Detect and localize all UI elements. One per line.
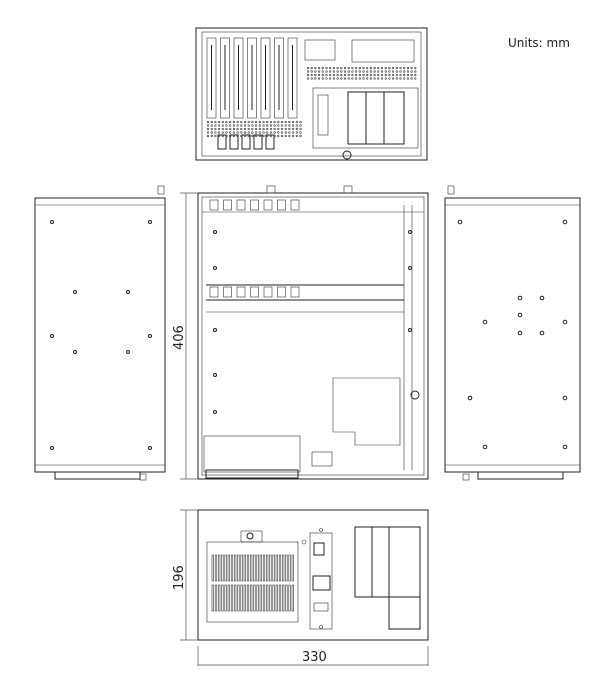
front-view: [197, 185, 429, 480]
slot-bracket: [250, 286, 259, 298]
right-side-view: [444, 185, 581, 481]
slot-cover: [206, 37, 217, 119]
screw: [213, 410, 217, 414]
screw: [562, 444, 568, 450]
vent-holes: [206, 66, 417, 138]
slot-cover: [220, 37, 230, 119]
port: [229, 134, 239, 150]
screw: [562, 219, 568, 225]
screw: [213, 373, 217, 377]
dimension-lines: [180, 192, 429, 666]
slot-bracket: [277, 199, 286, 211]
screw: [126, 350, 130, 354]
slot-bracket: [236, 199, 246, 211]
screw: [408, 230, 412, 234]
slot-bracket: [209, 286, 219, 298]
screw: [50, 334, 54, 338]
screw: [126, 290, 130, 294]
slot-bracket: [290, 199, 300, 211]
screw: [539, 295, 545, 301]
io-ports: [217, 134, 275, 150]
port: [217, 134, 227, 150]
slot-bracket: [209, 199, 219, 211]
screw: [213, 328, 217, 332]
port: [265, 134, 275, 150]
slot-bracket: [250, 199, 259, 211]
screw: [148, 446, 152, 450]
slot-cover: [260, 37, 271, 119]
slot-cover: [287, 37, 298, 119]
rear-view: [195, 27, 428, 161]
slot-bracket: [223, 199, 232, 211]
screw: [482, 444, 488, 450]
screw: [539, 330, 545, 336]
screw: [562, 395, 568, 401]
screw: [457, 219, 463, 225]
screw: [213, 230, 217, 234]
expansion-slots: [206, 37, 298, 119]
bottom-view: [197, 509, 429, 641]
screw: [467, 395, 473, 401]
slot-bracket: [277, 286, 286, 298]
port: [241, 134, 251, 150]
screw: [148, 220, 152, 224]
width-dimension: 330: [302, 650, 327, 665]
slot-cover: [247, 37, 257, 119]
screw: [148, 334, 152, 338]
left-side-view: [34, 185, 166, 481]
depth-dimension: 196: [172, 565, 187, 590]
slot-cover: [274, 37, 284, 119]
slot-bracket: [223, 286, 232, 298]
port: [253, 134, 263, 150]
screw: [517, 312, 523, 318]
height-dimension: 406: [172, 325, 187, 350]
slot-bracket: [236, 286, 246, 298]
slot-cover: [233, 37, 244, 119]
screw: [482, 319, 488, 325]
screw: [73, 350, 77, 354]
screw: [213, 266, 217, 270]
screw: [517, 330, 523, 336]
slot-bracket: [263, 286, 273, 298]
screw: [50, 446, 54, 450]
slot-bracket: [263, 199, 273, 211]
screw: [408, 328, 412, 332]
screw: [50, 220, 54, 224]
screw: [562, 319, 568, 325]
units-label: Units: mm: [508, 36, 570, 50]
screw: [73, 290, 77, 294]
screw: [517, 295, 523, 301]
slot-bracket: [290, 286, 300, 298]
screw: [408, 266, 412, 270]
